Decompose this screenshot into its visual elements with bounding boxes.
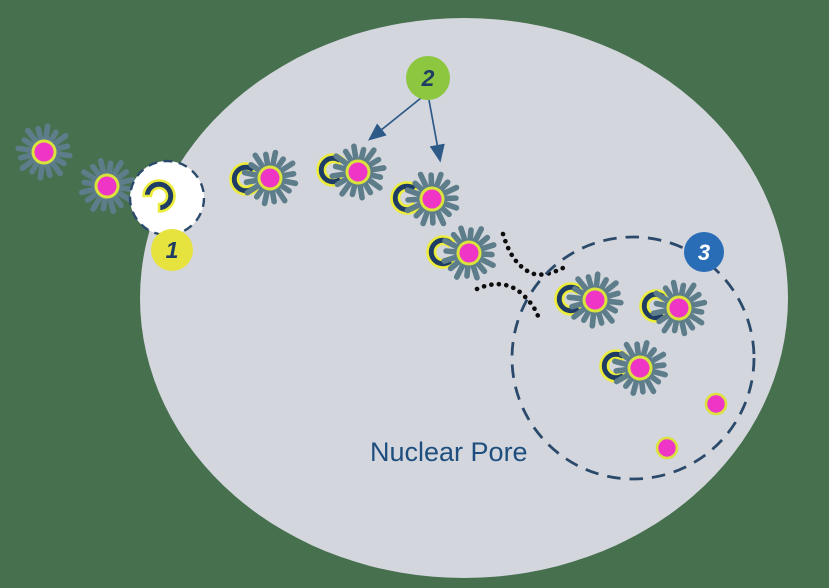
nuclear-pore-label: Nuclear Pore [370,437,528,467]
step-1-number: 1 [166,237,179,263]
filament-lower-icon [474,281,542,322]
released-cargo-dot-icon [655,436,679,460]
step-1-badge: 1 [151,229,193,271]
released-cargo-dot-icon [704,392,728,416]
step-3-badge: 3 [684,232,724,272]
step-2-annotation: 2 [368,56,450,163]
nucleus-body [140,18,788,578]
step-3-number: 3 [698,240,710,265]
filament-upper-icon [500,231,568,277]
nuclear-interior-zone [510,235,756,481]
pore-basket-filaments [474,231,568,322]
arrow-to-left-particle [368,97,422,141]
interior-dashed-circle-icon [510,235,756,481]
step-3-circle [684,232,724,272]
pore-membrane-opening [128,159,206,237]
step-2-circle [406,56,450,100]
step-1-circle [151,229,193,271]
arrow-to-right-particle [428,99,445,163]
step-2-number: 2 [421,65,435,91]
